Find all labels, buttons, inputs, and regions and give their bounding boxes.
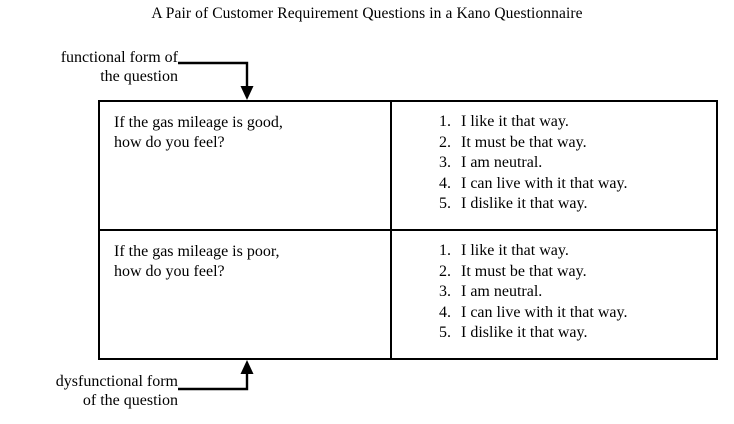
answer-label: I am neutral. (461, 154, 543, 171)
answer-label: I can live with it that way. (461, 303, 628, 321)
callout-functional-form: functional form of the question (0, 48, 178, 86)
list-item[interactable]: 3. I am neutral. (439, 153, 716, 174)
question-text-line-1: If the gas mileage is good, (114, 114, 283, 131)
list-item[interactable]: 2. It must be that way. (439, 262, 716, 283)
answer-label: I dislike it that way. (461, 324, 588, 341)
answer-number: 4. (439, 303, 451, 321)
answers-cell-functional: 1. I like it that way. 2. It must be that … (390, 100, 718, 231)
list-item[interactable]: 4. I can live with it that way. (439, 174, 716, 195)
callout-dysfunctional-line-1: dysfunctional form (55, 373, 178, 390)
answer-label: I like it that way. (461, 113, 569, 130)
answer-number: 4. (439, 174, 451, 192)
callout-functional-line-2: the question (100, 68, 178, 85)
figure-title: A Pair of Customer Requirement Questions… (151, 5, 583, 22)
table-row: If the gas mileage is poor, how do you f… (98, 229, 718, 360)
answers-cell-dysfunctional: 1. I like it that way. 2. It must be that … (390, 229, 718, 360)
answer-label: I like it that way. (461, 242, 569, 259)
answer-number: 3. (439, 283, 451, 300)
kano-question-table: If the gas mileage is good, how do you f… (98, 100, 718, 360)
list-item[interactable]: 5. I dislike it that way. (439, 194, 716, 215)
answer-label: I can live with it that way. (461, 174, 628, 192)
question-text-line-2: how do you feel? (114, 134, 225, 151)
answer-number: 2. (439, 133, 451, 151)
question-text-line-1: If the gas mileage is poor, (114, 243, 280, 260)
answer-number: 5. (439, 324, 451, 341)
list-item[interactable]: 4. I can live with it that way. (439, 303, 716, 324)
leader-line-dysfunctional (170, 358, 260, 408)
leader-line-functional (170, 56, 260, 106)
answer-label: It must be that way. (461, 262, 587, 280)
question-text-line-2: how do you feel? (114, 263, 225, 280)
answer-number: 2. (439, 262, 451, 280)
answer-number: 1. (439, 242, 451, 259)
question-cell-dysfunctional: If the gas mileage is poor, how do you f… (98, 229, 392, 360)
list-item[interactable]: 1. I like it that way. (439, 241, 716, 262)
list-item[interactable]: 3. I am neutral. (439, 282, 716, 303)
answer-option-list: 1. I like it that way. 2. It must be that … (392, 241, 716, 344)
table-row: If the gas mileage is good, how do you f… (98, 100, 718, 231)
answer-number: 1. (439, 113, 451, 130)
answer-label: I dislike it that way. (461, 195, 588, 212)
callout-dysfunctional-form: dysfunctional form of the question (0, 372, 178, 410)
list-item[interactable]: 5. I dislike it that way. (439, 323, 716, 344)
question-cell-functional: If the gas mileage is good, how do you f… (98, 100, 392, 231)
callout-dysfunctional-line-2: of the question (82, 392, 178, 409)
list-item[interactable]: 2. It must be that way. (439, 133, 716, 154)
callout-functional-line-1: functional form of (60, 49, 178, 66)
list-item[interactable]: 1. I like it that way. (439, 112, 716, 133)
answer-label: It must be that way. (461, 133, 587, 151)
answer-number: 3. (439, 154, 451, 171)
answer-option-list: 1. I like it that way. 2. It must be that … (392, 112, 716, 215)
answer-label: I am neutral. (461, 283, 543, 300)
answer-number: 5. (439, 195, 451, 212)
